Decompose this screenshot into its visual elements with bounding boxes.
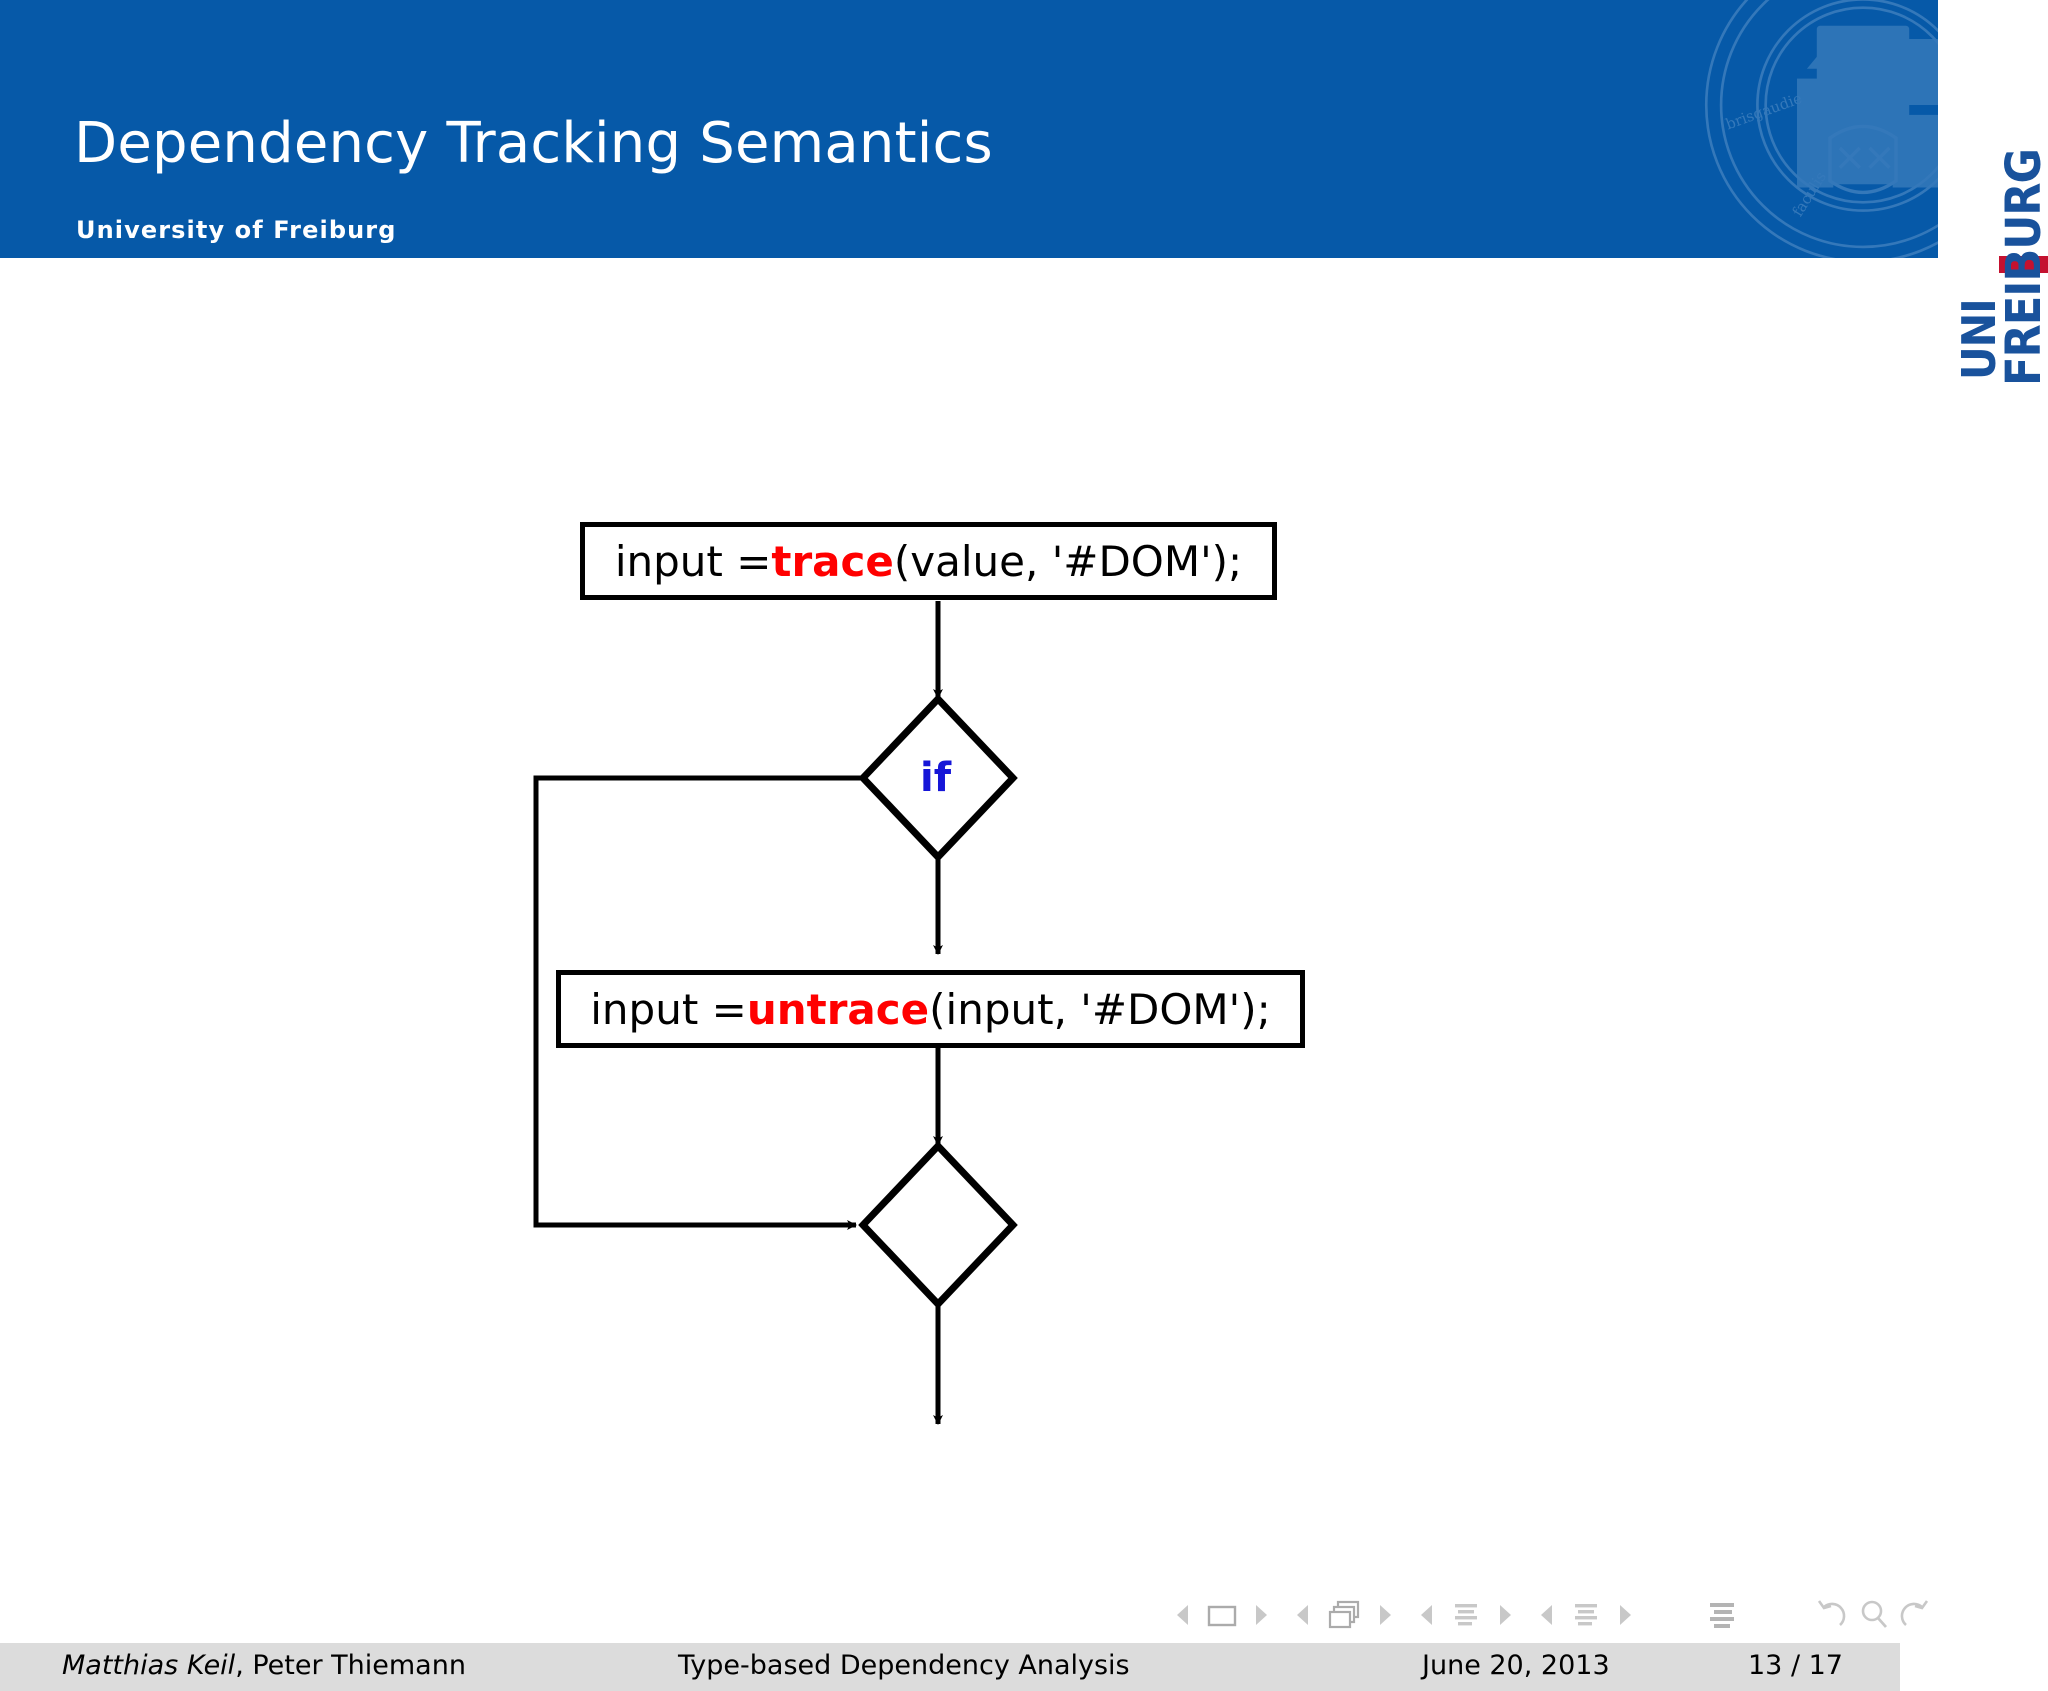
svg-text:brisgaudie: brisgaudie — [1723, 89, 1804, 133]
slide-icon[interactable] — [1202, 1595, 1242, 1635]
header-banner: faculis brisgaudie Dependency Tracking S… — [0, 0, 1938, 258]
slide-content: input = trace(value, '#DOM'); if input =… — [0, 258, 2048, 1578]
next-section-icon[interactable] — [1612, 1595, 1638, 1635]
footer-bar: Matthias Keil, Peter Thiemann Type-based… — [0, 1643, 1900, 1691]
uni-freiburg-logo: UNI FREIBURG — [1938, 0, 2048, 400]
edge-if-bypass-to-merge — [533, 775, 863, 1230]
node-untrace-statement[interactable]: input = untrace(input, '#DOM'); — [556, 970, 1305, 1048]
trace-keyword: trace — [771, 536, 894, 586]
trace-code-prefix: input = — [614, 536, 772, 586]
untrace-code-prefix: input = — [590, 984, 747, 1034]
page-title: Dependency Tracking Semantics — [74, 111, 993, 176]
document-icon[interactable] — [1700, 1595, 1744, 1635]
footer-author-rest: , Peter Thiemann — [235, 1650, 466, 1681]
beamer-navigation-bar — [1170, 1595, 1930, 1643]
footer-authors: Matthias Keil, Peter Thiemann — [62, 1652, 466, 1679]
next-subsection-icon[interactable] — [1492, 1595, 1518, 1635]
back-icon[interactable] — [1810, 1595, 1850, 1635]
untrace-keyword: untrace — [746, 984, 930, 1034]
node-trace-statement[interactable]: input = trace(value, '#DOM'); — [580, 522, 1277, 600]
flowchart-connectors — [533, 601, 1018, 1425]
subsection-icon[interactable] — [1446, 1595, 1486, 1635]
trace-code-suffix: (value, '#DOM'); — [893, 536, 1243, 586]
next-frame-icon[interactable] — [1372, 1595, 1398, 1635]
search-icon[interactable] — [1854, 1595, 1894, 1635]
untrace-code-suffix: (input, '#DOM'); — [929, 984, 1271, 1034]
footer-date: June 20, 2013 — [1422, 1650, 1610, 1681]
prev-frame-icon[interactable] — [1290, 1595, 1316, 1635]
frame-icon[interactable] — [1322, 1595, 1366, 1635]
section-icon[interactable] — [1566, 1595, 1606, 1635]
forward-icon[interactable] — [1896, 1595, 1936, 1635]
if-diamond-label: if — [920, 755, 952, 801]
logo-red-bar — [1999, 256, 2048, 273]
merge-diamond-shape — [858, 1140, 1018, 1310]
page-subtitle: University of Freiburg — [76, 216, 397, 244]
prev-section-icon[interactable] — [1534, 1595, 1560, 1635]
next-slide-icon[interactable] — [1248, 1595, 1274, 1635]
university-seal-watermark: faculis brisgaudie — [1704, 0, 1938, 258]
prev-slide-icon[interactable] — [1170, 1595, 1196, 1635]
footer-paper-title: Type-based Dependency Analysis — [678, 1650, 1130, 1681]
footer-page-number: 13 / 17 — [1748, 1650, 1843, 1681]
footer-author-highlighted: Matthias Keil — [62, 1650, 236, 1681]
prev-subsection-icon[interactable] — [1414, 1595, 1440, 1635]
